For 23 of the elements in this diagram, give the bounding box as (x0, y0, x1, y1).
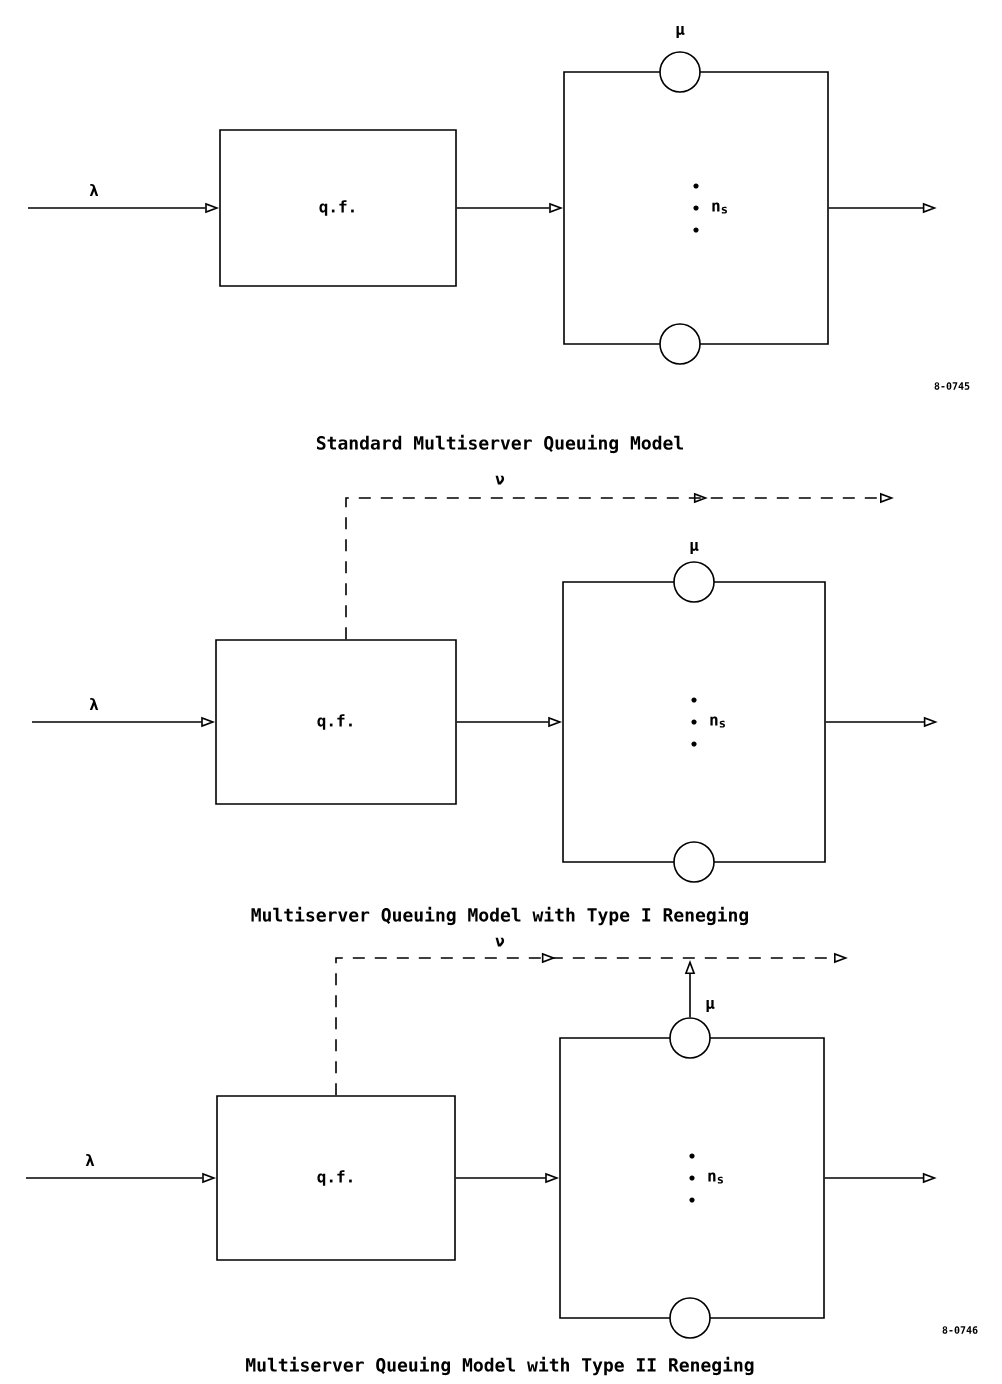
caption: Multiserver Queuing Model with Type I Reneging (251, 906, 748, 926)
edge-label: ν (493, 473, 507, 487)
edge-label: λ (83, 1151, 97, 1169)
server-group-box: n$_{s}$ (562, 581, 826, 863)
server-circle (669, 1017, 711, 1059)
edge-label: ν (493, 935, 507, 949)
server-group-box: n$_{s}$ (559, 1037, 825, 1319)
queue-box: q.f. (216, 1095, 456, 1261)
queue-box: q.f. (219, 129, 457, 287)
edge-label: λ (87, 695, 101, 713)
rate-label: μ (676, 25, 685, 39)
edge-label: λ (87, 181, 101, 199)
caption: Standard Multiserver Queuing Model (316, 434, 683, 454)
server-group-box: n$_{s}$ (563, 71, 829, 345)
server-circle (659, 51, 701, 93)
server-circle (673, 841, 715, 883)
rate-label: μ (690, 541, 699, 555)
server-circle (669, 1297, 711, 1339)
server-circle (673, 561, 715, 603)
server-circle (659, 323, 701, 365)
rate-label: μ (706, 999, 715, 1013)
caption: Multiserver Queuing Model with Type II Reneging (246, 1356, 754, 1376)
queue-box: q.f. (215, 639, 457, 805)
